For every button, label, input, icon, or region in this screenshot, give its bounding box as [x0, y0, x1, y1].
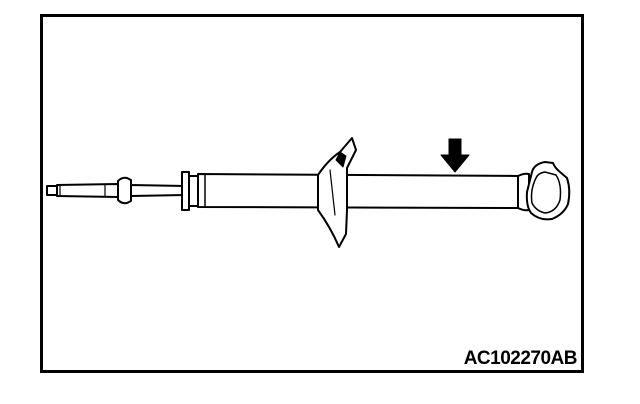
figure-code: AC102270AB: [463, 348, 578, 369]
down-arrow-icon: [440, 138, 470, 173]
figure-frame: AC102270AB: [40, 14, 584, 373]
piston-rod-tip: [46, 183, 119, 198]
shock-absorber-diagram: [46, 137, 571, 248]
spring-seat-bracket: [317, 137, 357, 248]
cylinder-body: [197, 173, 521, 209]
rod-collar: [117, 176, 186, 205]
lower-mounting-eye: [525, 161, 571, 221]
upper-seat: [181, 171, 199, 211]
